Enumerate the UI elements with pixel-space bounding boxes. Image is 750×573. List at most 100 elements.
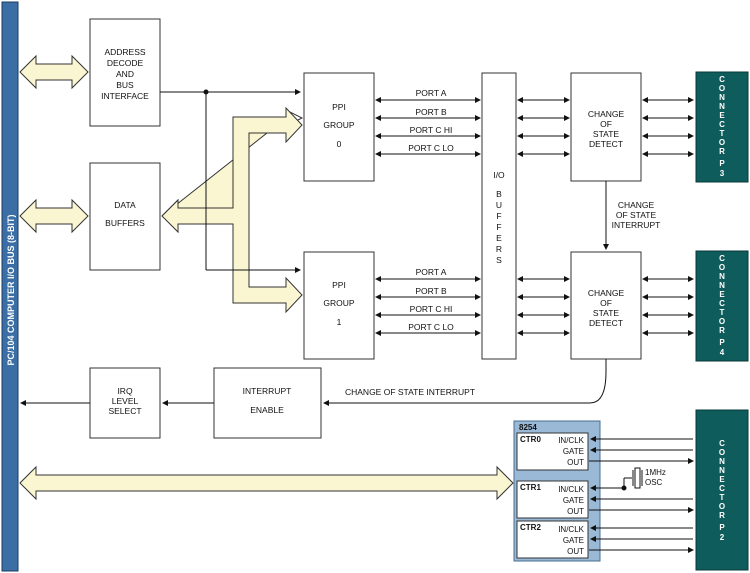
svg-text:ADDRESS: ADDRESS: [104, 47, 145, 57]
svg-text:GROUP: GROUP: [323, 298, 355, 308]
irq-level-select-block: IRQ LEVEL SELECT: [89, 367, 161, 439]
io-to-cos-lines: [517, 97, 570, 336]
svg-text:CTR0: CTR0: [520, 435, 541, 444]
svg-text:C: C: [719, 484, 725, 493]
svg-text:CHANGE: CHANGE: [588, 109, 625, 119]
svg-text:PORT C LO: PORT C LO: [408, 322, 454, 332]
svg-text:INTERRUPT: INTERRUPT: [243, 386, 292, 396]
svg-text:PPI: PPI: [332, 280, 346, 290]
svg-text:GROUP: GROUP: [323, 120, 355, 130]
svg-text:N: N: [719, 457, 725, 466]
port-lines-group-1: [375, 276, 481, 336]
svg-text:O: O: [719, 138, 725, 147]
port-lines-group-0: [375, 97, 481, 157]
svg-text:CTR2: CTR2: [520, 523, 541, 532]
svg-text:INTERFACE: INTERFACE: [101, 91, 149, 101]
svg-text:IN/CLK: IN/CLK: [558, 525, 584, 534]
svg-text:E: E: [719, 111, 725, 120]
svg-text:LEVEL: LEVEL: [112, 396, 139, 406]
bus-label: PC/104 COMPUTER I/O BUS (8-BIT): [6, 214, 16, 365]
counter-0: CTR0 IN/CLK GATE OUT: [516, 432, 589, 471]
control-lines: [160, 89, 301, 273]
svg-text:DECODE: DECODE: [107, 58, 144, 68]
data-bus-arrow: [19, 198, 89, 234]
svg-text:E: E: [496, 233, 502, 243]
svg-text:E: E: [719, 290, 725, 299]
svg-text:PORT C HI: PORT C HI: [410, 304, 453, 314]
svg-text:0: 0: [337, 139, 342, 149]
svg-text:C: C: [719, 254, 725, 263]
svg-text:CHANGE: CHANGE: [588, 288, 625, 298]
io-buffers-block: I/O B U F F E R S: [481, 72, 517, 360]
svg-text:C: C: [719, 299, 725, 308]
svg-text:OF: OF: [600, 298, 612, 308]
svg-text:PORT B: PORT B: [415, 107, 447, 117]
svg-text:STATE: STATE: [593, 308, 619, 318]
ppi-group-1-block: PPI GROUP 1: [303, 251, 375, 360]
svg-text:PORT A: PORT A: [416, 88, 447, 98]
svg-text:N: N: [719, 93, 725, 102]
svg-text:F: F: [496, 211, 501, 221]
svg-text:R: R: [719, 326, 725, 335]
svg-text:AND: AND: [116, 69, 134, 79]
svg-text:OF STATE: OF STATE: [616, 210, 657, 220]
svg-text:T: T: [720, 129, 725, 138]
svg-text:PORT A: PORT A: [416, 267, 447, 277]
cos-interrupt-lines: [20, 181, 609, 406]
counter-1: CTR1 IN/CLK GATE OUT: [516, 480, 589, 519]
svg-text:C: C: [719, 75, 725, 84]
svg-text:PORT B: PORT B: [415, 286, 447, 296]
svg-text:C: C: [719, 439, 725, 448]
svg-text:S: S: [496, 255, 502, 265]
timer-lines: [589, 436, 694, 553]
svg-text:OUT: OUT: [567, 547, 584, 556]
svg-text:U: U: [496, 200, 502, 210]
svg-text:T: T: [720, 308, 725, 317]
svg-text:P: P: [719, 338, 725, 347]
svg-text:DETECT: DETECT: [589, 139, 623, 149]
svg-text:OSC: OSC: [645, 478, 663, 487]
ppi-group-0-block: PPI GROUP 0: [303, 72, 375, 182]
svg-text:F: F: [496, 222, 501, 232]
svg-text:DETECT: DETECT: [589, 318, 623, 328]
svg-text:ENABLE: ENABLE: [250, 405, 284, 415]
interrupt-enable-block: INTERRUPT ENABLE: [213, 367, 322, 439]
svg-text:DATA: DATA: [114, 200, 136, 210]
svg-text:C: C: [719, 120, 725, 129]
svg-text:2: 2: [720, 533, 725, 542]
svg-text:I/O: I/O: [493, 170, 505, 180]
svg-text:IN/CLK: IN/CLK: [558, 485, 584, 494]
svg-text:PPI: PPI: [332, 102, 346, 112]
svg-text:PORT C HI: PORT C HI: [410, 125, 453, 135]
svg-text:O: O: [719, 263, 725, 272]
svg-text:B: B: [496, 189, 502, 199]
connector-p3: C O N N E C T O R P 3: [695, 71, 749, 183]
timer-bus-arrow: [19, 465, 514, 501]
address-bus-arrow: [19, 54, 89, 90]
svg-text:O: O: [719, 84, 725, 93]
svg-text:N: N: [719, 466, 725, 475]
timer-8254-block: 8254 CTR0 IN/CLK GATE OUT CTR1 IN/CLK GA…: [513, 420, 601, 562]
connector-p2: C O N N E C T O R P 2: [695, 409, 749, 571]
svg-text:PORT C LO: PORT C LO: [408, 143, 454, 153]
svg-text:N: N: [719, 281, 725, 290]
svg-text:INTERRUPT: INTERRUPT: [612, 220, 661, 230]
svg-text:IN/CLK: IN/CLK: [558, 436, 584, 445]
change-of-state-detect-1-block: CHANGE OF STATE DETECT: [570, 251, 642, 360]
svg-text:BUS: BUS: [116, 80, 134, 90]
svg-text:IRQ: IRQ: [117, 386, 133, 396]
svg-text:STATE: STATE: [593, 129, 619, 139]
svg-text:R: R: [719, 511, 725, 520]
svg-text:1: 1: [337, 317, 342, 327]
svg-text:P: P: [719, 523, 725, 532]
counter-2: CTR2 IN/CLK GATE OUT: [516, 520, 589, 559]
svg-text:T: T: [720, 493, 725, 502]
internal-data-bus: [161, 106, 303, 314]
svg-text:GATE: GATE: [563, 536, 584, 545]
svg-text:CTR1: CTR1: [520, 483, 541, 492]
svg-text:R: R: [496, 244, 502, 254]
svg-text:3: 3: [720, 169, 725, 178]
svg-text:BUFFERS: BUFFERS: [105, 218, 145, 228]
svg-text:O: O: [719, 502, 725, 511]
svg-text:OUT: OUT: [567, 458, 584, 467]
